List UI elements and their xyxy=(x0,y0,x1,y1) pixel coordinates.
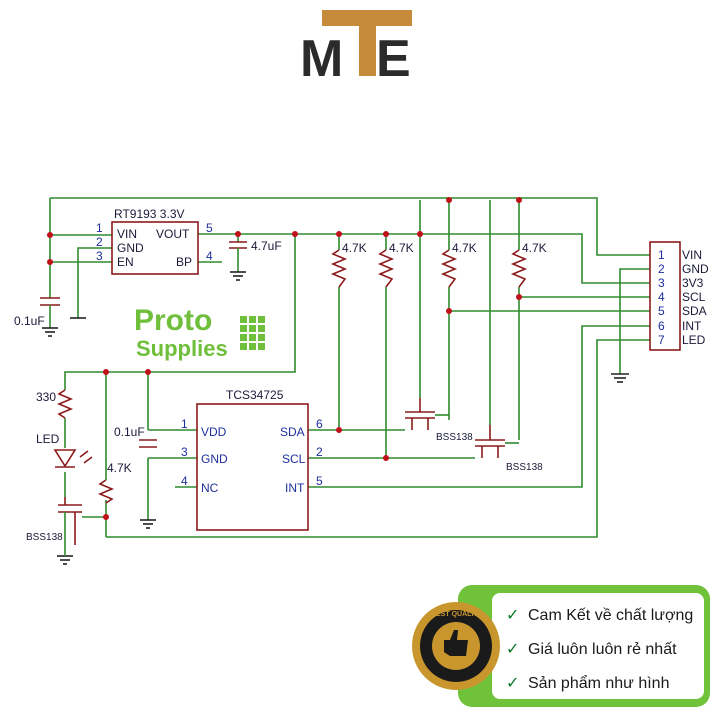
svg-text:3V3: 3V3 xyxy=(682,276,704,290)
svg-text:BSS138: BSS138 xyxy=(436,432,473,443)
svg-text:SDA: SDA xyxy=(280,425,305,439)
svg-text:SCL: SCL xyxy=(282,452,306,466)
connector-header: 1 2 3 4 5 6 7 VIN GND 3V3 SCL SDA INT LE… xyxy=(611,241,709,383)
svg-text:INT: INT xyxy=(682,319,702,333)
mosfet-scl: BSS138 xyxy=(475,425,543,473)
svg-text:4.7uF: 4.7uF xyxy=(251,239,282,253)
svg-text:E: E xyxy=(376,30,411,88)
svg-text:4: 4 xyxy=(206,249,213,263)
svg-text:VIN: VIN xyxy=(682,248,702,262)
resistor-r1: 4.7K xyxy=(330,241,367,288)
mosfet-sda: BSS138 xyxy=(405,398,473,443)
svg-text:GND: GND xyxy=(117,241,144,255)
mosfet-led: BSS138 xyxy=(26,497,82,565)
svg-text:4.7K: 4.7K xyxy=(389,241,414,255)
svg-text:BSS138: BSS138 xyxy=(26,532,63,543)
mte-logo: M E xyxy=(300,10,412,88)
svg-text:1: 1 xyxy=(658,248,665,262)
cap-0-1uf-input: 0.1uF xyxy=(14,297,60,337)
svg-text:GND: GND xyxy=(201,452,228,466)
sensor-tcs34725: TCS34725 1 3 4 VDD GND NC 6 2 5 SDA SCL … xyxy=(181,388,323,531)
svg-text:4: 4 xyxy=(658,290,665,304)
svg-text:4.7K: 4.7K xyxy=(107,461,132,475)
svg-text:TCS34725: TCS34725 xyxy=(226,388,284,402)
svg-text:M: M xyxy=(300,30,343,88)
svg-text:4.7K: 4.7K xyxy=(342,241,367,255)
svg-text:SDA: SDA xyxy=(682,304,707,318)
svg-text:LED: LED xyxy=(682,333,706,347)
grid-icon xyxy=(240,316,265,350)
svg-text:4.7K: 4.7K xyxy=(452,241,477,255)
svg-text:VOUT: VOUT xyxy=(156,227,190,241)
svg-text:3: 3 xyxy=(658,276,665,290)
regulator-rt9193: RT9193 3.3V 1 2 3 5 4 VIN GND EN VOUT BP xyxy=(96,207,213,275)
quality-badge: BEST QUALITY ✓ ✓ ✓ Cam Kết về chất lượng… xyxy=(412,585,710,707)
svg-text:2: 2 xyxy=(658,262,665,276)
svg-text:Supplies: Supplies xyxy=(136,336,228,361)
svg-text:3: 3 xyxy=(181,445,188,459)
svg-text:3: 3 xyxy=(96,249,103,263)
svg-text:LED: LED xyxy=(36,432,60,446)
check-icon: ✓ xyxy=(506,639,519,658)
svg-text:7: 7 xyxy=(658,333,665,347)
svg-text:0.1uF: 0.1uF xyxy=(114,425,145,439)
svg-text:330: 330 xyxy=(36,390,56,404)
resistor-r3: 4.7K xyxy=(440,241,477,288)
svg-text:NC: NC xyxy=(201,481,219,495)
cap-4-7uf: 4.7uF xyxy=(229,234,282,281)
svg-text:1: 1 xyxy=(181,417,188,431)
badge-item: Giá luôn luôn rẻ nhất xyxy=(528,641,677,658)
junction-dots xyxy=(47,197,522,520)
svg-text:2: 2 xyxy=(96,235,103,249)
svg-text:0.1uF: 0.1uF xyxy=(14,314,45,328)
svg-text:BSS138: BSS138 xyxy=(506,462,543,473)
cap-0-1uf-sensor: 0.1uF xyxy=(114,425,157,529)
svg-text:6: 6 xyxy=(658,319,665,333)
svg-text:EN: EN xyxy=(117,255,134,269)
svg-text:VDD: VDD xyxy=(201,425,227,439)
svg-text:2: 2 xyxy=(316,445,323,459)
svg-text:1: 1 xyxy=(96,221,103,235)
svg-text:5: 5 xyxy=(316,474,323,488)
badge-item: Cam Kết về chất lượng xyxy=(528,607,693,624)
svg-text:GND: GND xyxy=(682,262,709,276)
led: LED xyxy=(36,432,93,468)
svg-text:Proto: Proto xyxy=(134,304,212,337)
svg-text:INT: INT xyxy=(285,481,305,495)
svg-text:VIN: VIN xyxy=(117,227,137,241)
badge-item: Sản phẩm như hình xyxy=(528,674,669,692)
check-icon: ✓ xyxy=(506,673,519,692)
proto-supplies-logo: Proto Supplies xyxy=(134,304,265,361)
svg-text:4: 4 xyxy=(181,474,188,488)
quality-seal-icon: BEST QUALITY xyxy=(412,602,500,690)
svg-text:RT9193 3.3V: RT9193 3.3V xyxy=(114,207,185,221)
resistor-r4: 4.7K xyxy=(510,241,547,288)
svg-text:5: 5 xyxy=(658,304,665,318)
led-resistor: 330 xyxy=(36,389,74,419)
svg-text:BP: BP xyxy=(176,255,192,269)
resistor-r2: 4.7K xyxy=(377,241,414,288)
led-gate-resistor: 4.7K xyxy=(97,461,132,504)
svg-text:6: 6 xyxy=(316,417,323,431)
svg-text:5: 5 xyxy=(206,221,213,235)
svg-text:4.7K: 4.7K xyxy=(522,241,547,255)
check-icon: ✓ xyxy=(506,605,519,624)
svg-text:SCL: SCL xyxy=(682,290,706,304)
svg-text:BEST QUALITY: BEST QUALITY xyxy=(431,611,483,618)
